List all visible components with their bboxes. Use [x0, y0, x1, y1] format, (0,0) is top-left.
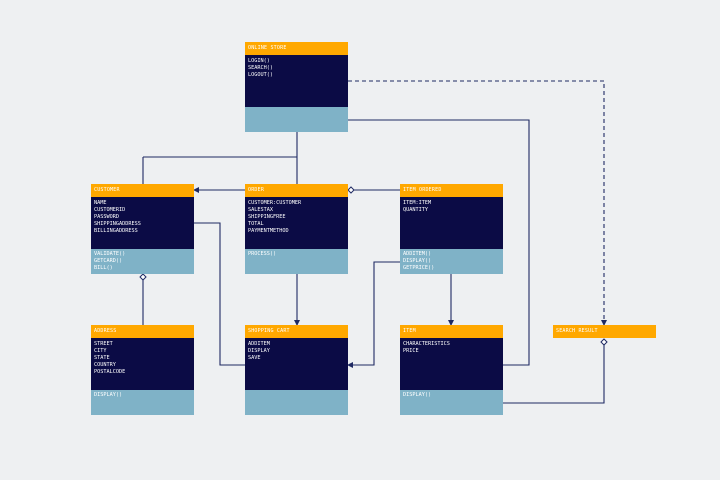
- aggregation-diamond-customer: [139, 273, 147, 281]
- attribute: SHIPPINGFREE: [248, 214, 286, 220]
- operation: GETCARD(): [94, 258, 123, 264]
- aggregation-diamond-order: [347, 186, 355, 194]
- connector-item-search-result: [502, 345, 605, 404]
- attribute: PASSWORD: [94, 214, 119, 220]
- attributes-section: CUSTOMER:CUSTOMER SALESTAX SHIPPINGFREE …: [245, 197, 348, 249]
- attributes-section: ITEM:ITEM QUANTITY: [400, 197, 503, 249]
- class-item-ordered[interactable]: ITEM ORDERED ITEM:ITEM QUANTITY ADDITEM(…: [400, 184, 503, 274]
- class-item[interactable]: ITEM CHARACTERISTICS PRICE DISPLAY(): [400, 325, 503, 415]
- class-search-result[interactable]: SEARCH RESULT: [553, 325, 656, 338]
- operations-section: VALIDATE() GETCARD() BILL(): [91, 249, 194, 274]
- aggregation-diamond-search-result: [600, 338, 608, 346]
- attribute: CITY: [94, 348, 107, 354]
- attributes-section: LOGIN() SEARCH() LOGOUT(): [245, 55, 348, 107]
- operations-section: ADDITEM() DISPLAY() GETPRICE(): [400, 249, 503, 274]
- attribute: PRICE: [403, 348, 419, 354]
- class-title: ONLINE STORE: [245, 42, 348, 55]
- attribute: LOGOUT(): [248, 72, 273, 78]
- operations-section: DISPLAY(): [400, 390, 503, 415]
- class-online-store[interactable]: ONLINE STORE LOGIN() SEARCH() LOGOUT(): [245, 42, 348, 132]
- class-address[interactable]: ADDRESS STREET CITY STATE COUNTRY POSTAL…: [91, 325, 194, 415]
- class-shopping-cart[interactable]: SHOPPING CART ADDITEM DISPLAY SAVE: [245, 325, 348, 415]
- class-title: ITEM: [400, 325, 503, 338]
- attribute: CHARACTERISTICS: [403, 341, 450, 347]
- attribute: QUANTITY: [403, 207, 428, 213]
- operations-section: PROCESS(): [245, 249, 348, 274]
- operation: ADDITEM(): [403, 251, 432, 257]
- attribute: NAME: [94, 200, 107, 206]
- attribute: STREET: [94, 341, 113, 347]
- attribute: CUSTOMER:CUSTOMER: [248, 200, 302, 206]
- attributes-section: NAME CUSTOMERID PASSWORD SHIPPINGADDRESS…: [91, 197, 194, 249]
- operations-section: [245, 107, 348, 132]
- class-title: CUSTOMER: [91, 184, 194, 197]
- operation: VALIDATE(): [94, 251, 126, 257]
- attribute: SHIPPINGADDRESS: [94, 221, 141, 227]
- class-title: SHOPPING CART: [245, 325, 348, 338]
- operation: PROCESS(): [248, 251, 277, 257]
- attribute: BILLINGADDRESS: [94, 228, 138, 234]
- attribute: STATE: [94, 355, 110, 361]
- connector-store-search-result: [348, 80, 607, 326]
- attribute: SEARCH(): [248, 65, 273, 71]
- attribute: PAYMENTMETHOD: [248, 228, 289, 234]
- attribute: TOTAL: [248, 221, 264, 227]
- class-title: ITEM ORDERED: [400, 184, 503, 197]
- class-title: SEARCH RESULT: [553, 325, 656, 338]
- connector-itemordered-cart: [347, 261, 400, 368]
- operations-section: DISPLAY(): [91, 390, 194, 415]
- class-title: ADDRESS: [91, 325, 194, 338]
- operation: GETPRICE(): [403, 265, 435, 271]
- class-customer[interactable]: CUSTOMER NAME CUSTOMERID PASSWORD SHIPPI…: [91, 184, 194, 274]
- attribute: DISPLAY: [248, 348, 270, 354]
- attribute: SALESTAX: [248, 207, 273, 213]
- operation: DISPLAY(): [403, 392, 432, 398]
- connector-store-tree: [142, 132, 298, 184]
- attribute: CUSTOMERID: [94, 207, 126, 213]
- operation: BILL(): [94, 265, 113, 271]
- connector-customer-cart: [194, 222, 245, 366]
- operations-section: [245, 390, 348, 415]
- attribute: POSTALCODE: [94, 369, 126, 375]
- attribute: ITEM:ITEM: [403, 200, 432, 206]
- attribute: ADDITEM: [248, 341, 270, 347]
- connector-store-item: [348, 119, 530, 366]
- operation: DISPLAY(): [403, 258, 432, 264]
- attributes-section: CHARACTERISTICS PRICE: [400, 338, 503, 390]
- operation: DISPLAY(): [94, 392, 123, 398]
- attribute: LOGIN(): [248, 58, 270, 64]
- attribute: SAVE: [248, 355, 261, 361]
- class-order[interactable]: ORDER CUSTOMER:CUSTOMER SALESTAX SHIPPIN…: [245, 184, 348, 274]
- class-title: ORDER: [245, 184, 348, 197]
- attribute: COUNTRY: [94, 362, 116, 368]
- attributes-section: STREET CITY STATE COUNTRY POSTALCODE: [91, 338, 194, 390]
- attributes-section: ADDITEM DISPLAY SAVE: [245, 338, 348, 390]
